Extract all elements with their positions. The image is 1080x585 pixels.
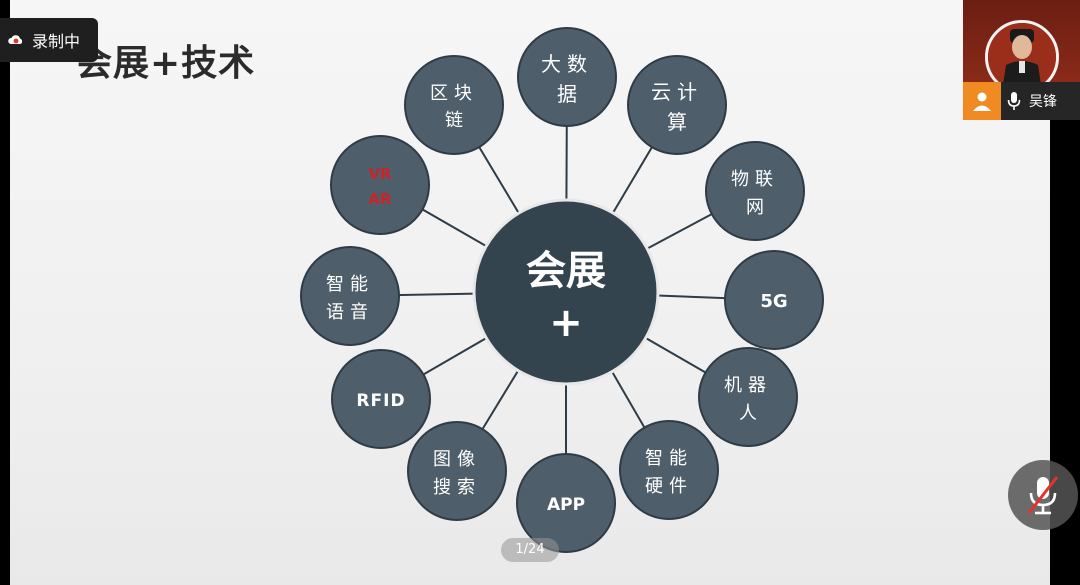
node-label-line2: 链 (445, 110, 463, 131)
person-silhouette-icon (988, 23, 1056, 91)
node-label-line1: RFID (356, 391, 405, 411)
node-dashuju: 大数 据 (517, 27, 617, 127)
node-label-line2: 搜索 (433, 477, 481, 498)
node-jiqiren: 机器 人 (698, 347, 798, 447)
node-label-line1: 5G (760, 291, 787, 312)
host-badge (963, 82, 1001, 120)
node-app: APP (516, 453, 616, 553)
node-wulianwang: 物联 网 (705, 141, 805, 241)
node-label-line2: 据 (557, 82, 577, 106)
page-indicator: 1/24 (501, 538, 559, 562)
participant-name: 吴锋 (1029, 94, 1057, 110)
node-label-line2: 算 (667, 110, 687, 134)
mic-muted-icon (1027, 476, 1059, 515)
recording-indicator[interactable]: 录制中 (0, 18, 98, 62)
node-5g: 5G (724, 250, 824, 350)
node-label-line1: 云计 (651, 80, 703, 104)
node-label-line1: VR (368, 165, 392, 183)
hub-label-line2: + (549, 300, 583, 346)
node-label-line2: 人 (739, 403, 757, 424)
node-label-line2: 硬件 (645, 476, 693, 497)
node-tuxiangsousuo: 图像 搜索 (407, 421, 507, 521)
mute-toggle-button[interactable] (1008, 460, 1078, 530)
node-label-line1: APP (547, 495, 585, 515)
node-yunjisuan: 云计 算 (627, 55, 727, 155)
node-label-line1: 物联 (731, 169, 779, 190)
participant-info-bar: 吴锋 (963, 82, 1080, 120)
recording-label: 录制中 (32, 32, 81, 51)
node-zhinengyingjian: 智能 硬件 (619, 420, 719, 520)
node-qukuailian: 区块 链 (404, 55, 504, 155)
node-label-line1: 智能 (645, 448, 693, 469)
node-label-line2: 网 (746, 197, 764, 218)
recording-cloud-icon (8, 35, 23, 44)
node-label-line1: 机器 (724, 375, 772, 396)
node-zhinengyuyin: 智能 语音 (300, 246, 400, 346)
participant-video-tile[interactable]: 吴锋 (963, 0, 1080, 120)
node-label-line1: 大数 (541, 52, 593, 76)
slide-title: 会展+技术 (76, 43, 256, 84)
person-icon (973, 92, 991, 111)
node-vrar: VR AR (330, 135, 430, 235)
node-label-line2: 语音 (326, 302, 374, 323)
node-label-line2: AR (368, 190, 392, 208)
node-rfid: RFID (331, 349, 431, 449)
node-label-line1: 智能 (326, 274, 374, 295)
hub-circle: 会展 + (472, 198, 660, 386)
node-label-line1: 区块 (430, 83, 478, 104)
node-label-line1: 图像 (433, 449, 481, 470)
participant-mic-icon (1001, 82, 1027, 120)
hub-label-line1: 会展 (526, 248, 606, 294)
